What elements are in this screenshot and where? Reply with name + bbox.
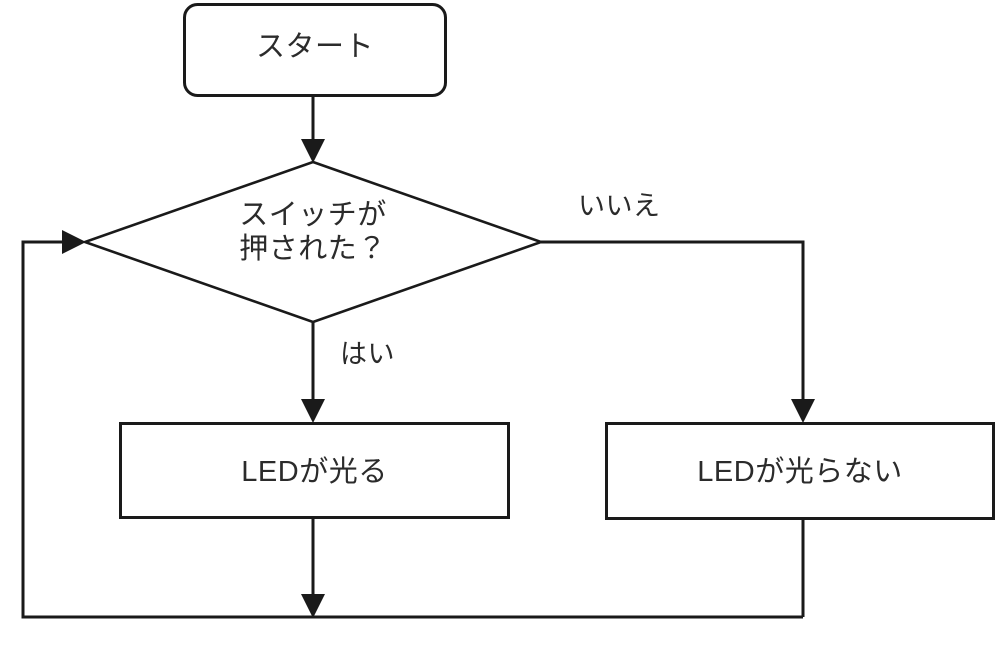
node-process-yes-label: LEDが光る (241, 456, 388, 488)
edge-decision-to-process-no (541, 240, 805, 410)
edge-start-to-decision-arrowhead (301, 139, 325, 163)
edge-decision-to-process-yes-arrowhead (301, 399, 325, 423)
edge-label-yes: はい (340, 339, 395, 369)
node-decision-label: スイッチが 押された？ (163, 198, 463, 266)
node-decision-label-line2: 押された？ (239, 233, 387, 266)
node-start-label: スタート (255, 31, 374, 63)
edge-loop-back-to-decision (21, 240, 803, 619)
edge-label-no: いいえ (578, 191, 661, 221)
node-process-no-shape[interactable] (605, 422, 995, 520)
edge-process-yes-to-rail-arrowhead (301, 594, 325, 618)
edge-loop-back-to-decision-arrowhead (62, 230, 86, 254)
node-process-no-label: LEDが光らない (697, 456, 903, 488)
edge-decision-to-process-no-arrowhead (791, 399, 815, 423)
node-decision-label-line1: スイッチが (239, 199, 387, 231)
node-process-yes-shape[interactable] (119, 422, 510, 519)
node-start-shape[interactable] (183, 3, 447, 97)
